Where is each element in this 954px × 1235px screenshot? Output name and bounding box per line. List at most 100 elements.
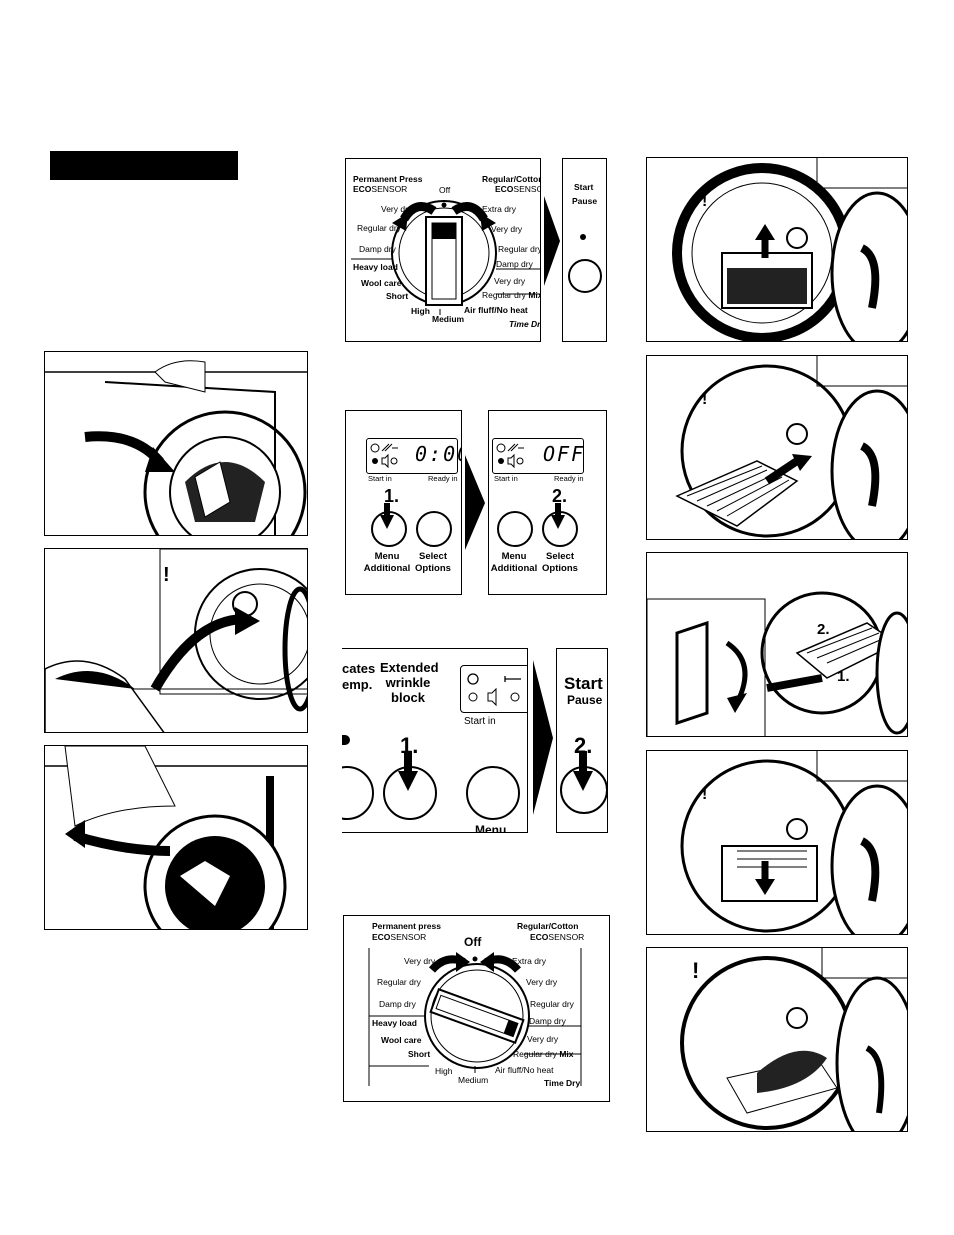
start-in-label-3: Start in bbox=[464, 717, 496, 727]
shoes-on-rack-illustration: ! bbox=[646, 947, 908, 1132]
mix-regular-dry-label-2: Regular dry Mix bbox=[513, 1050, 573, 1059]
program-dial-panel-top: Permanent Press ECOSENSOR Regular/Cotton… bbox=[345, 158, 541, 342]
off-label: Off bbox=[439, 186, 450, 195]
select-options-label-2: Select Options bbox=[537, 551, 583, 575]
high-label: High bbox=[411, 307, 430, 316]
left-regular-dry-label: Regular dry bbox=[357, 224, 401, 233]
off-label-2: Off bbox=[464, 936, 481, 948]
regular-cotton-label-2: Regular/Cotton bbox=[517, 922, 578, 931]
left-regular-dry-label-2: Regular dry bbox=[377, 978, 421, 987]
start-pause-panel-bottom: Start Pause 2. bbox=[556, 648, 608, 833]
next-step-arrow-2 bbox=[465, 455, 485, 550]
right-damp-dry-label-2: Damp dry bbox=[529, 1017, 566, 1026]
press-arrow-icon-4 bbox=[573, 751, 593, 791]
indicator-led bbox=[580, 234, 586, 240]
caution-mark-5: ! bbox=[692, 960, 699, 982]
next-step-arrow bbox=[544, 196, 560, 286]
press-arrow-icon-2 bbox=[551, 503, 565, 529]
left-damp-dry-label: Damp dry bbox=[359, 245, 396, 254]
medium-label: Medium bbox=[432, 315, 464, 324]
lcd-display: 0:00 bbox=[366, 438, 458, 474]
section-header-bar bbox=[50, 151, 238, 180]
option-button-left[interactable] bbox=[342, 766, 374, 820]
caution-mark-3: ! bbox=[702, 392, 707, 408]
select-options-label: Select Options bbox=[410, 551, 456, 575]
left-very-dry-label: Very dry bbox=[381, 205, 412, 214]
right-regular-dry-label-2: Regular dry bbox=[530, 1000, 574, 1009]
heavy-load-label-2: Heavy load bbox=[372, 1019, 417, 1028]
right-extra-dry-label: Extra dry bbox=[482, 205, 516, 214]
right-very-dry-label-2: Very dry bbox=[526, 978, 557, 987]
high-label-2: High bbox=[435, 1067, 452, 1076]
mix-regular-dry-label: Regular dry Mix bbox=[482, 291, 541, 300]
start-in-label-2: Start in bbox=[494, 475, 518, 483]
start-label-2: Start bbox=[564, 674, 603, 694]
menu-additional-label-2: Menu Additional bbox=[489, 551, 539, 575]
open-door-illustration bbox=[44, 351, 308, 536]
ready-in-label-2: Ready in bbox=[554, 475, 584, 483]
rack-step-2-label: 2. bbox=[817, 621, 830, 638]
heavy-load-label: Heavy load bbox=[353, 263, 398, 272]
ecosensor-left-label-2: ECOSENSOR bbox=[372, 933, 426, 942]
menu-label: Menu bbox=[475, 824, 506, 833]
mix-very-dry-label: Very dry bbox=[494, 277, 525, 286]
ecosensor-right-label-2: ECOSENSOR bbox=[530, 933, 584, 942]
pause-label-2: Pause bbox=[567, 694, 602, 706]
display-panel-right: OFF Start in Ready in 2. Menu Additional… bbox=[488, 410, 607, 595]
display-panel-left: 0:00 Start in Ready in 1. Menu Additiona… bbox=[345, 410, 462, 595]
wrinkle-block-panel: cates emp. Extended wrinkle block Start … bbox=[342, 648, 528, 833]
wool-care-label: Wool care bbox=[361, 279, 401, 288]
start-label: Start bbox=[574, 183, 593, 192]
permanent-press-label-2: Permanent press bbox=[372, 922, 441, 931]
wool-care-label-2: Wool care bbox=[381, 1036, 421, 1045]
time-dry-label: Time Dry bbox=[509, 320, 541, 329]
start-pause-button[interactable] bbox=[568, 259, 602, 293]
close-door-illustration bbox=[44, 745, 308, 930]
extended-wrinkle-label: Extended wrinkle block bbox=[380, 661, 436, 706]
caution-mark-2: ! bbox=[702, 194, 707, 210]
right-extra-dry-label-2: Extra dry bbox=[512, 957, 546, 966]
right-damp-dry-label: Damp dry bbox=[496, 260, 533, 269]
time-readout: 0:00 bbox=[415, 442, 462, 466]
press-arrow-icon bbox=[380, 503, 394, 529]
remove-rack-illustration: ! bbox=[646, 750, 908, 935]
indicator-dot bbox=[342, 735, 350, 745]
left-damp-dry-label-2: Damp dry bbox=[379, 1000, 416, 1009]
caution-mark-4: ! bbox=[702, 787, 707, 803]
next-step-arrow-3 bbox=[533, 660, 553, 815]
off-readout: OFF bbox=[543, 442, 585, 466]
ready-in-label: Ready in bbox=[428, 475, 458, 483]
menu-button[interactable] bbox=[466, 766, 520, 820]
caution-mark: ! bbox=[163, 565, 170, 585]
remove-filter-illustration: ! bbox=[646, 157, 908, 342]
start-pause-panel-top: Start Pause bbox=[562, 158, 607, 342]
left-very-dry-label-2: Very dry bbox=[404, 957, 435, 966]
ecosensor-left-label: ECOSENSOR bbox=[353, 185, 407, 194]
insert-rack-illustration: ! bbox=[646, 355, 908, 540]
short-label: Short bbox=[386, 292, 408, 301]
load-laundry-illustration: ! bbox=[44, 548, 308, 733]
select-options-button[interactable] bbox=[416, 511, 452, 547]
air-fluff-label: Air fluff/No heat bbox=[464, 306, 528, 315]
program-dial-panel-bottom: Permanent press ECOSENSOR Regular/Cotton… bbox=[343, 915, 610, 1102]
menu-additional-label: Menu Additional bbox=[362, 551, 412, 575]
menu-additional-button-2[interactable] bbox=[497, 511, 533, 547]
permanent-press-label: Permanent Press bbox=[353, 175, 422, 184]
air-fluff-label-2: Air fluff/No heat bbox=[495, 1066, 553, 1075]
regular-cotton-label: Regular/Cotton bbox=[482, 175, 541, 184]
start-in-label: Start in bbox=[368, 475, 392, 483]
medium-label-2: Medium bbox=[458, 1076, 488, 1085]
time-dry-label-2: Time Dry bbox=[544, 1079, 580, 1088]
rack-step-1-label: 1. bbox=[837, 668, 850, 685]
mix-very-dry-label-2: Very dry bbox=[527, 1035, 558, 1044]
pause-label: Pause bbox=[572, 197, 597, 206]
press-arrow-icon-3 bbox=[398, 751, 418, 791]
delicates-temp-label: cates emp. bbox=[342, 661, 374, 692]
right-very-dry-label: Very dry bbox=[491, 225, 522, 234]
lcd-display-small bbox=[460, 665, 528, 713]
right-regular-dry-label: Regular dry bbox=[498, 245, 541, 254]
short-label-2: Short bbox=[408, 1050, 430, 1059]
attach-rack-illustration: 2. 1. bbox=[646, 552, 908, 737]
lcd-display-off: OFF bbox=[492, 438, 584, 474]
ecosensor-right-label: ECOSENSOR bbox=[495, 185, 541, 194]
